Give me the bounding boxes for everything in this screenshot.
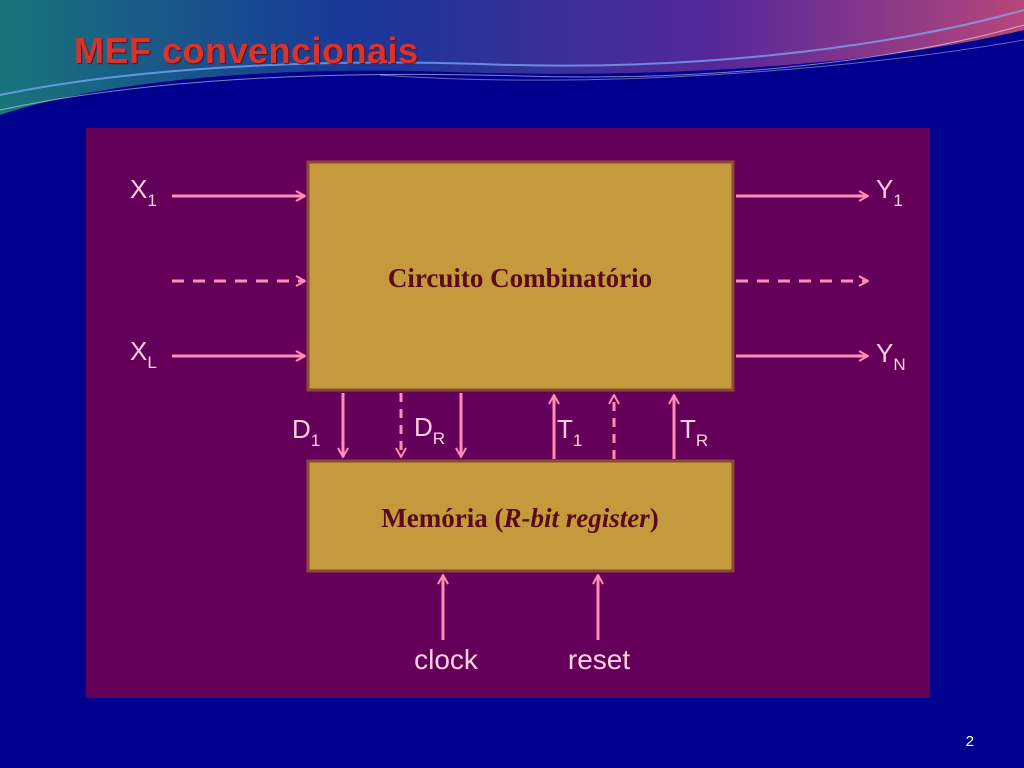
combinational-block-label: Circuito Combinatório: [388, 263, 652, 293]
present-state-t1-base: T: [557, 414, 573, 444]
input-xl-base: X: [130, 336, 147, 366]
memory-label-prefix: Memória (: [381, 503, 503, 533]
present-state-tr-base: T: [680, 414, 696, 444]
output-label-y1: Y1: [876, 174, 903, 210]
next-state-label-d1: D1: [292, 414, 320, 450]
next-state-d1-base: D: [292, 414, 311, 444]
memory-block: [306, 459, 735, 573]
next-state-d1-sub: 1: [311, 431, 320, 450]
present-state-t1-sub: 1: [573, 431, 582, 450]
memory-label-italic: R-bit register: [502, 503, 650, 533]
clock-label: clock: [414, 644, 479, 675]
memory-block-label: Memória (R-bit register): [381, 503, 658, 533]
input-x1-base: X: [130, 174, 147, 204]
output-yn-base: Y: [876, 338, 893, 368]
present-state-label-t1: T1: [557, 414, 582, 450]
input-xl-sub: L: [147, 353, 156, 372]
output-label-yn: YN: [876, 338, 906, 374]
slide-title: MEF convencionais: [74, 30, 419, 71]
next-state-label-dr: DR: [414, 412, 445, 448]
present-state-label-tr: TR: [680, 414, 708, 450]
next-state-dr-sub: R: [433, 429, 445, 448]
input-label-x1: X1: [130, 174, 157, 210]
memory-label-suffix: ): [650, 503, 659, 533]
present-state-tr-sub: R: [696, 431, 708, 450]
next-state-dr-base: D: [414, 412, 433, 442]
reset-label: reset: [568, 644, 630, 675]
input-x1-sub: 1: [147, 191, 156, 210]
combinational-block: [306, 160, 735, 392]
page-number: 2: [965, 733, 974, 750]
output-yn-sub: N: [893, 355, 905, 374]
output-y1-base: Y: [876, 174, 893, 204]
input-label-xl: XL: [130, 336, 157, 372]
output-y1-sub: 1: [893, 191, 902, 210]
